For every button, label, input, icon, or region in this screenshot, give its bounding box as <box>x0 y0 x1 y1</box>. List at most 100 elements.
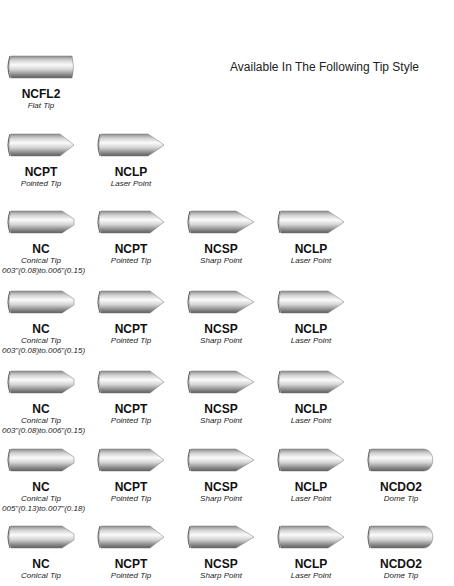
tip-image <box>99 291 164 313</box>
tip-end <box>188 526 190 548</box>
tip-image <box>99 371 164 393</box>
part-number: NCSP <box>204 402 237 416</box>
tip-end <box>98 134 100 156</box>
tip-image <box>99 526 164 548</box>
tip-style: Pointed Tip <box>111 336 151 345</box>
dimension: 003"(0.08)to.006"(0.15) <box>2 426 85 435</box>
tip-image <box>189 526 254 548</box>
tip-image <box>279 371 344 393</box>
tip-image <box>99 134 164 156</box>
tip-style: Laser Point <box>291 336 331 345</box>
tip-image <box>279 526 344 548</box>
tip-style: Pointed Tip <box>111 494 151 503</box>
dimension: 003"(0.08)to.006"(0.15) <box>2 346 85 355</box>
tip-style: Laser Point <box>111 179 151 188</box>
tip-image <box>9 291 74 313</box>
tip-image <box>189 371 254 393</box>
tip-image <box>9 449 74 471</box>
part-number: NC <box>32 557 49 571</box>
tip-image <box>189 449 254 471</box>
part-number: NCLP <box>115 165 148 179</box>
tip-style: Laser Point <box>291 256 331 265</box>
part-number: NCLP <box>295 557 328 571</box>
tip-end <box>98 211 100 233</box>
tip-end <box>8 449 10 471</box>
tip-image <box>99 449 164 471</box>
part-number: NCSP <box>204 480 237 494</box>
tip-style: Laser Point <box>291 494 331 503</box>
tip-style: Pointed Tip <box>111 571 151 580</box>
tip-style: Sharp Point <box>200 336 242 345</box>
part-number: NCDO2 <box>380 557 422 571</box>
part-number: NCPT <box>115 242 148 256</box>
part-number: NCFL2 <box>22 87 61 101</box>
tip-end <box>8 371 10 393</box>
part-number: NCSP <box>204 242 237 256</box>
tip-style: Pointed Tip <box>111 256 151 265</box>
tip-end <box>368 526 370 548</box>
part-number: NCLP <box>295 480 328 494</box>
tip-end <box>8 291 10 313</box>
part-number: NC <box>32 480 49 494</box>
part-number: NCDO2 <box>380 480 422 494</box>
tip-image <box>9 134 74 156</box>
tip-end <box>98 449 100 471</box>
part-number: NCPT <box>115 402 148 416</box>
dimension: 005"(0.13)to.007"(0.18) <box>2 504 85 513</box>
tip-style: Conical Tip <box>21 416 61 425</box>
tip-image <box>99 211 164 233</box>
part-number: NCPT <box>115 322 148 336</box>
tip-end <box>278 449 280 471</box>
tip-image <box>279 291 344 313</box>
tip-end <box>188 211 190 233</box>
part-number: NCLP <box>295 402 328 416</box>
part-number: NCLP <box>295 322 328 336</box>
tip-end <box>8 526 10 548</box>
tip-style: Dome Tip <box>384 494 419 503</box>
tip-end <box>8 134 10 156</box>
heading: Available In The Following Tip Style <box>230 60 419 74</box>
tip-end <box>8 56 10 78</box>
tip-style: Sharp Point <box>200 256 242 265</box>
tip-style: Dome Tip <box>384 571 419 580</box>
tip-image <box>279 211 344 233</box>
part-number: NCLP <box>295 242 328 256</box>
tip-style: Laser Point <box>291 571 331 580</box>
tip-image <box>279 449 344 471</box>
part-number: NCPT <box>115 557 148 571</box>
tip-end <box>368 449 370 471</box>
tip-style: Conical Tip <box>21 256 61 265</box>
tip-end <box>98 526 100 548</box>
tip-end <box>278 526 280 548</box>
tip-style: Conical Tip <box>21 571 61 580</box>
tip-end <box>98 371 100 393</box>
part-number: NCSP <box>204 322 237 336</box>
tip-style: Flat Tip <box>28 101 55 110</box>
tip-style: Conical Tip <box>21 494 61 503</box>
tip-style: Sharp Point <box>200 494 242 503</box>
tip-end <box>278 371 280 393</box>
tip-end <box>278 211 280 233</box>
tip-end <box>98 291 100 313</box>
tip-end <box>188 291 190 313</box>
tip-style: Conical Tip <box>21 336 61 345</box>
tip-image <box>189 291 254 313</box>
tip-end <box>188 449 190 471</box>
tip-image <box>9 211 74 233</box>
part-number: NCPT <box>115 480 148 494</box>
tip-image <box>9 526 74 548</box>
tip-style: Laser Point <box>291 416 331 425</box>
tip-end <box>278 291 280 313</box>
part-number: NC <box>32 242 49 256</box>
part-number: NC <box>32 402 49 416</box>
tip-style: Pointed Tip <box>21 179 61 188</box>
tip-style: Sharp Point <box>200 416 242 425</box>
tip-image <box>369 449 433 471</box>
tip-image <box>9 371 74 393</box>
tip-style: Pointed Tip <box>111 416 151 425</box>
tip-end <box>188 371 190 393</box>
part-number: NC <box>32 322 49 336</box>
tip-image <box>9 56 74 78</box>
dimension: 003"(0.08)to.006"(0.15) <box>2 266 85 275</box>
tip-style: Sharp Point <box>200 571 242 580</box>
